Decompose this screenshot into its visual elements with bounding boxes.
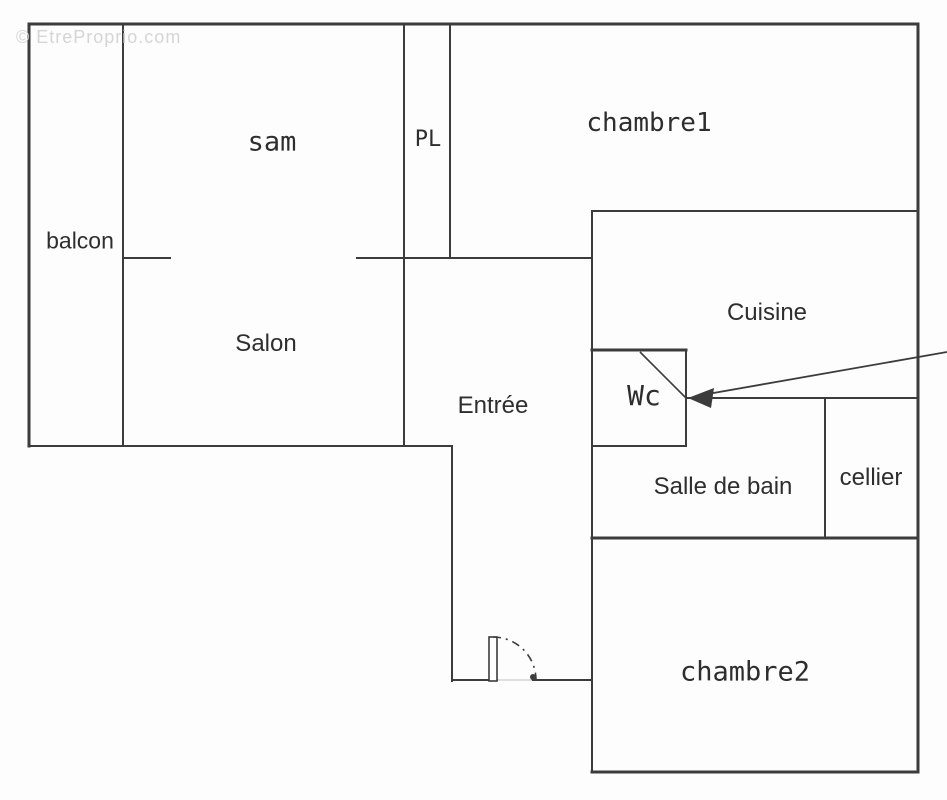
room-label-balcon: balcon xyxy=(46,227,114,254)
watermark: © EtreProprio.com xyxy=(16,27,182,47)
entry-door-stop-dot xyxy=(530,674,536,680)
room-label-pl: PL xyxy=(414,127,442,152)
room-label-cuisine: Cuisine xyxy=(726,299,808,326)
wc-door-line xyxy=(639,351,687,399)
room-label-cellier: cellier xyxy=(839,464,903,491)
annotation-arrow-shaft xyxy=(701,351,947,396)
room-label-chambre1: chambre1 xyxy=(586,108,712,138)
entry-door-swing-arc xyxy=(492,636,537,681)
room-label-salle-de-bain: Salle de bain xyxy=(653,473,793,500)
room-label-sam: sam xyxy=(247,126,297,158)
annotation-arrowhead xyxy=(688,388,714,408)
room-label-wc: Wc xyxy=(627,379,661,412)
room-label-salon: Salon xyxy=(235,330,297,357)
entry-door-leaf xyxy=(488,636,498,682)
room-label-entree: Entrée xyxy=(457,392,529,419)
room-label-chambre2: chambre2 xyxy=(679,656,811,688)
